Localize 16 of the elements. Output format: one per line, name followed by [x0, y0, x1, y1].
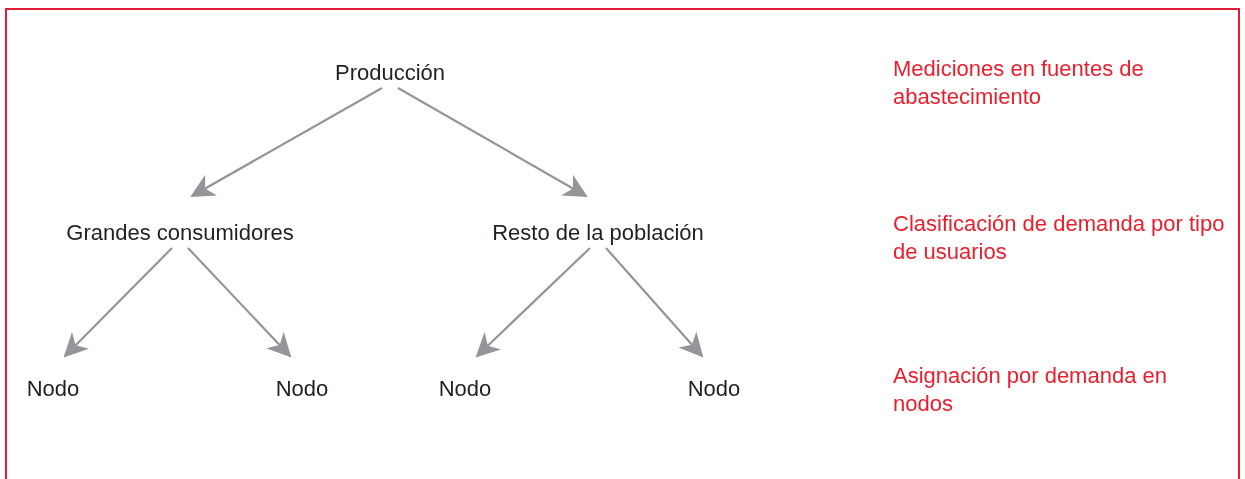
- arrow: [475, 247, 591, 358]
- node-label: Nodo: [26, 376, 80, 402]
- arrow: [397, 87, 588, 197]
- arrow: [605, 247, 704, 358]
- node-label: Nodo: [687, 376, 741, 402]
- arrow: [190, 87, 383, 197]
- node-label: Producción: [334, 60, 446, 86]
- level-note: Clasificación de demanda por tipo de usuarios: [893, 210, 1226, 266]
- node-label: Nodo: [438, 376, 492, 402]
- arrow: [187, 247, 292, 358]
- node-label: Grandes consumidores: [66, 220, 294, 246]
- arrow: [63, 247, 173, 358]
- node-label: Resto de la población: [492, 220, 704, 246]
- level-note: Mediciones en fuentes de abastecimiento: [893, 55, 1145, 111]
- node-label: Nodo: [275, 376, 329, 402]
- level-note: Asignación por demanda en nodos: [893, 362, 1168, 418]
